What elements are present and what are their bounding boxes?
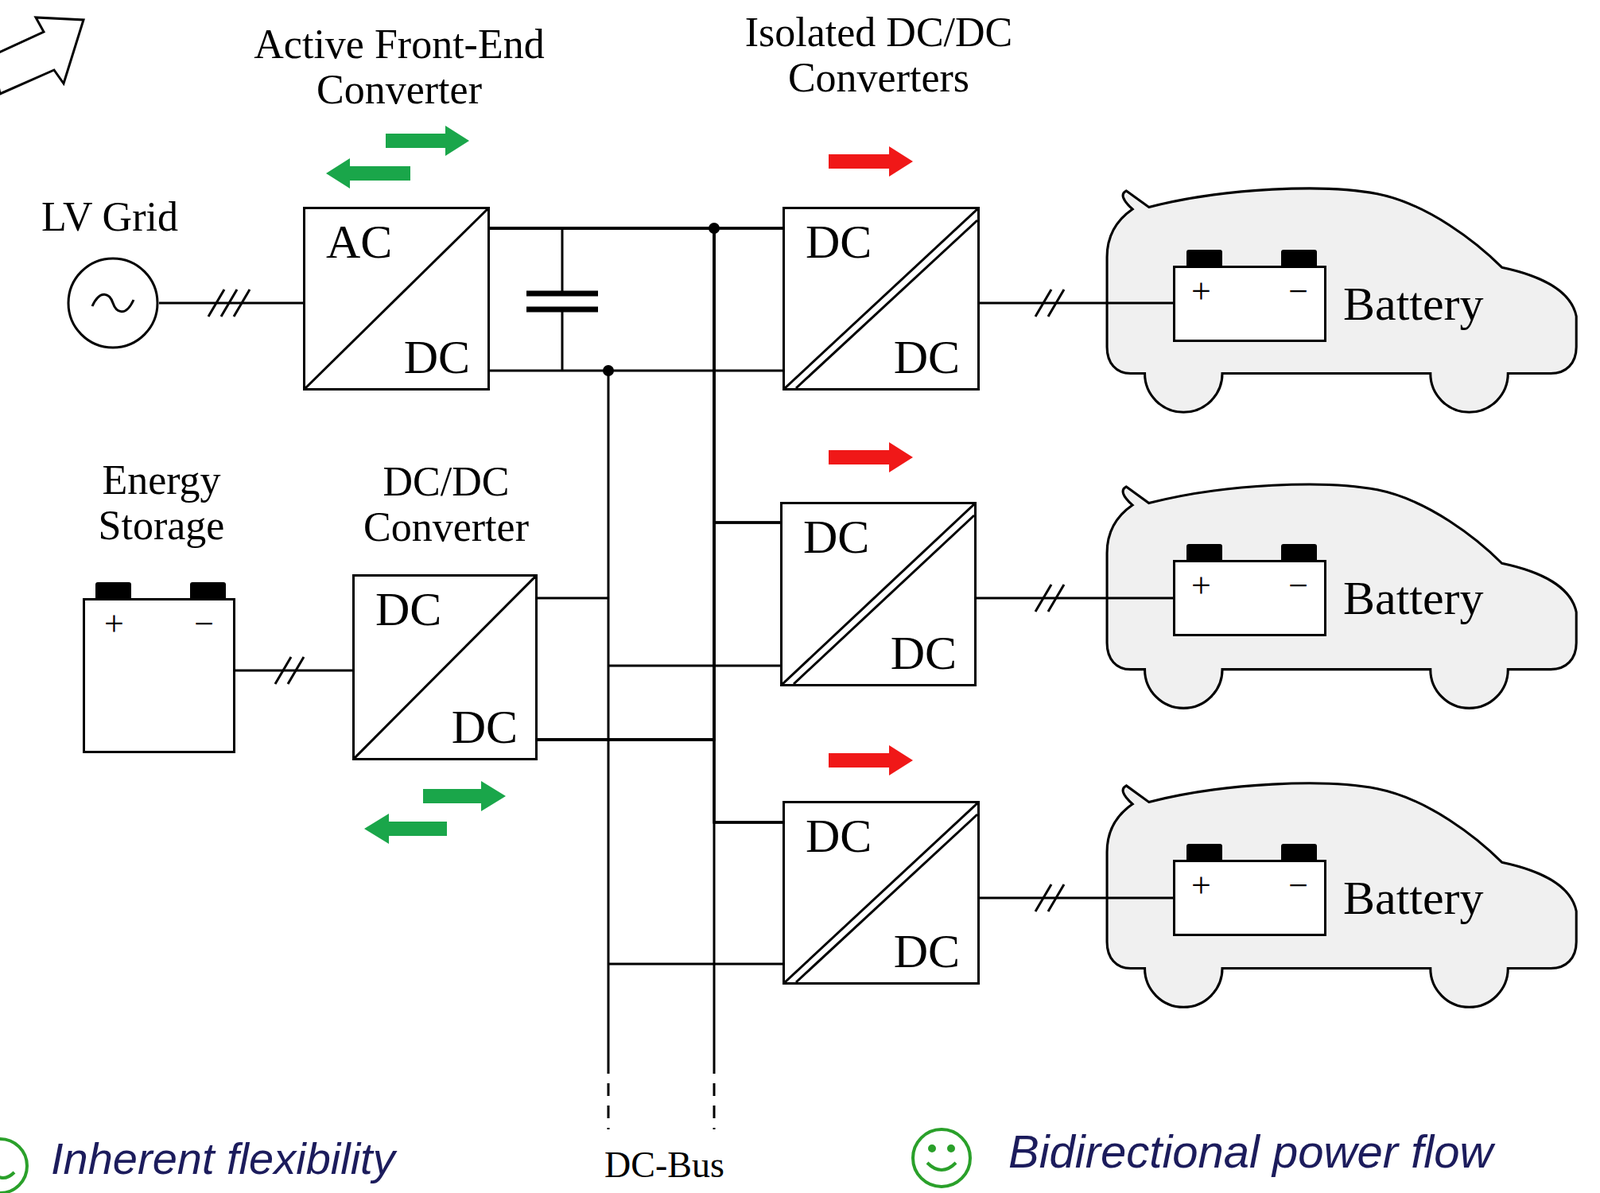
battery-terminal (1186, 843, 1223, 860)
text-label: LV Grid (41, 194, 179, 240)
car-outlines (1106, 188, 1577, 1007)
battery-terminal (1281, 543, 1317, 560)
text-label: DC (893, 924, 960, 978)
grid-source: LV Grid (66, 256, 160, 350)
ac-source-symbol (66, 256, 160, 350)
wire-connector (537, 522, 781, 740)
wire-connector (489, 228, 781, 523)
polarity-sign: + (1191, 866, 1212, 905)
text-label: − (194, 605, 214, 644)
wire-connector (537, 228, 783, 740)
heading: Active Front-End Converter (224, 21, 575, 113)
battery-terminal (1281, 843, 1317, 860)
text-label: DC (403, 330, 470, 384)
wire-connector (235, 669, 353, 672)
wire-connector (537, 739, 783, 823)
polarity-sign: + (1191, 272, 1212, 311)
wire-connector (979, 302, 1173, 305)
text-label: DC (375, 582, 442, 636)
isolated-converter: DC DC (780, 501, 977, 687)
heading: DC/DC Converter (326, 458, 566, 550)
converter-box: Active Front-End ConverterACDC (302, 206, 490, 391)
bus-label: DC-Bus (604, 1145, 725, 1186)
note-text: Bidirectional power flow (1008, 1126, 1493, 1177)
polarity-sign: + (1191, 566, 1212, 606)
storage-battery: Energy Storage+− (82, 598, 236, 754)
polarity-sign: − (1288, 866, 1309, 905)
wire-connector (159, 302, 303, 305)
junction-dot (602, 365, 614, 377)
polarity-sign: − (1288, 566, 1309, 606)
isolated-converter: DC DC (782, 206, 980, 391)
converter-box: DC/DC ConverterDCDC (352, 574, 538, 761)
text-label: DC (805, 809, 872, 863)
pointer-arrow (0, 17, 84, 94)
battery-terminal (1186, 543, 1223, 560)
battery-terminal (190, 582, 226, 599)
wire-connector (976, 597, 1173, 600)
text-label: Battery (1343, 277, 1484, 331)
vehicle-battery: +−Battery (1172, 859, 1327, 936)
wire-connector (979, 897, 1173, 900)
text-label: DC (451, 700, 518, 754)
vehicle-battery: +−Battery (1172, 559, 1327, 637)
battery-terminal (95, 582, 132, 599)
text-label: AC (326, 215, 393, 268)
vehicle-battery: +−Battery (1172, 265, 1327, 342)
note-text: Inherent flexibility (50, 1133, 396, 1184)
battery-terminal (1281, 249, 1317, 266)
polarity-sign: − (1288, 272, 1309, 311)
bus-label: Isolated DC/DC Converters (703, 9, 1054, 101)
text-label: DC (803, 510, 870, 564)
battery-terminal (1186, 249, 1223, 266)
isolated-converter: DC DC (782, 800, 980, 985)
smiley-icon (0, 1129, 971, 1193)
polarity-sign: + (104, 605, 125, 644)
text-label: Battery (1343, 571, 1484, 625)
text-label: Battery (1343, 871, 1484, 925)
text-label: DC (890, 626, 957, 680)
heading: Energy Storage (73, 457, 249, 548)
text-label: DC (805, 215, 872, 268)
text-label: DC (893, 330, 960, 384)
